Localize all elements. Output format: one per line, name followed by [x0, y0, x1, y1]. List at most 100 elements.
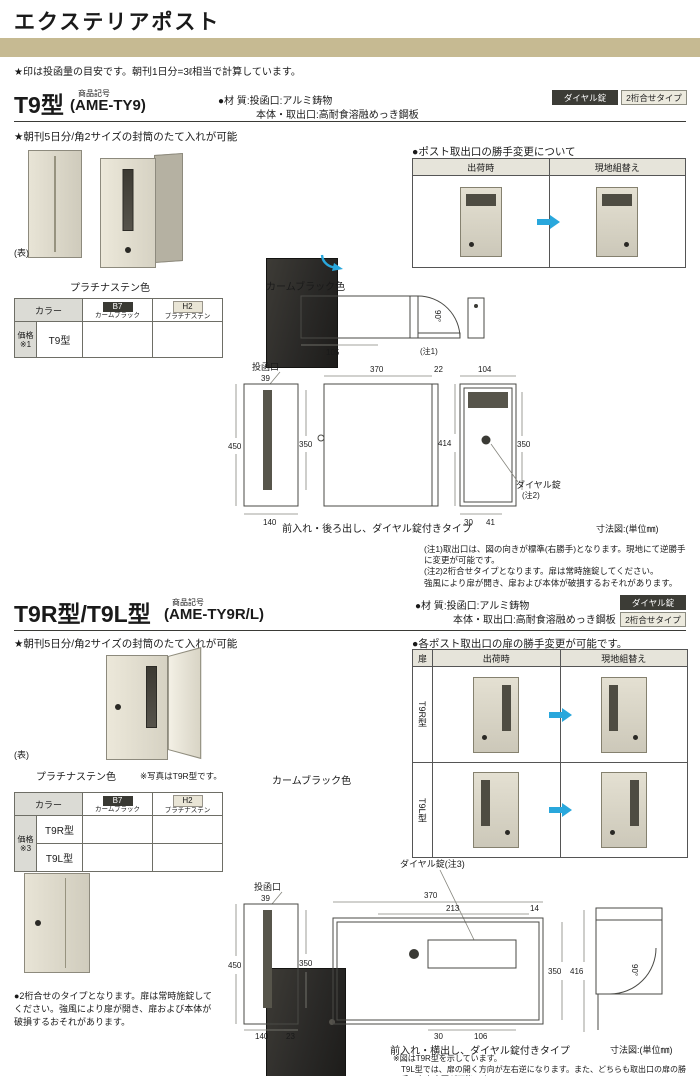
dim-22: 22	[434, 365, 443, 374]
s1-change-header-row: 出荷時 現地組替え	[413, 159, 685, 176]
dim-370: 370	[424, 891, 438, 900]
s2-dimension-drawing: ダイヤル錠(注3) 投函口 39 450 350 140 23 370 213 …	[228, 858, 663, 1041]
dial-lock-label: ダイヤル錠	[516, 479, 561, 490]
t9r-onsite-cell	[559, 667, 688, 762]
mail-slot-window	[608, 684, 618, 731]
s1-change-title: ●ポスト取出口の勝手変更について	[412, 146, 576, 158]
dial-knob	[35, 920, 41, 926]
s1-back-view-drawing: 104 414 350 30 41 ダイヤル錠 (注2)	[438, 365, 561, 527]
mailbox-side-face	[154, 152, 183, 264]
s2-change-col-shipping: 出荷時	[433, 650, 560, 666]
dim-140: 140	[263, 518, 277, 527]
s1-change-col-shipping: 出荷時	[413, 159, 549, 175]
color-h2-cell: H2 プラチナステン	[152, 298, 223, 322]
s2-dial-lock-badge: ダイヤル錠	[620, 595, 686, 610]
s1-two-digit-badge: 2桁合せタイプ	[621, 90, 687, 105]
dim-450: 450	[228, 961, 242, 970]
lock-knob	[632, 734, 638, 740]
mailbox-front-shipping	[473, 772, 520, 848]
color-name-h2: プラチナステン	[164, 807, 211, 814]
door-swing-arrow-icon	[320, 254, 343, 271]
dim-416: 416	[570, 967, 584, 976]
price-note: ※1	[19, 339, 32, 349]
mail-slot-window	[122, 169, 134, 231]
color-header-cell: カラー	[14, 792, 83, 816]
price-label: 価格	[17, 834, 34, 844]
s2-unit-note: 寸法図:(単位㎜)	[610, 1045, 673, 1055]
s1-dimension-drawing: 90° 105 (注1) 投函口 39 450 350 140 370	[228, 295, 561, 527]
dim-140: 140	[255, 1032, 269, 1041]
color-name-b7: カームブラック	[95, 806, 140, 813]
color-code-h2: H2	[172, 795, 203, 807]
dim-350-front: 350	[299, 440, 313, 449]
s2-lock-note: ●2桁合せのタイプとなります。扉は常時施錠してください。強風により扉が開き、扉お…	[14, 991, 213, 1028]
color-code-h2: H2	[172, 301, 203, 313]
s1-note-1: (注1)取出口は、図の向きが標準(右勝手)となります。現地にて逆勝手に変更が可能…	[424, 544, 686, 566]
mailbox-rear-onsite	[596, 186, 639, 257]
price-label: 価格	[17, 330, 34, 340]
lock-knob	[505, 830, 511, 835]
lock-knob	[624, 241, 630, 247]
s1-change-body-row	[413, 176, 685, 267]
lock-knob	[609, 830, 615, 835]
s2-price-row-t9l: T9L型	[15, 843, 223, 872]
s1-unit-note: 寸法図:(単位㎜)	[596, 524, 659, 534]
dim-370: 370	[370, 365, 384, 374]
s1-feature-note: ★朝刊5日分/角2サイズの封筒のたて入れが可能	[14, 131, 238, 143]
color-b7-cell: B7 カームブラック	[82, 298, 153, 322]
s1-material-line2: 本体・取出口:高耐食溶融めっき鋼板	[256, 110, 419, 121]
s1-change-table: 出荷時 現地組替え	[412, 158, 686, 268]
s2-black-label: カームブラック色	[272, 776, 352, 787]
s1-product-code-label: 商品記号	[78, 89, 110, 98]
lock-knob	[468, 241, 474, 247]
s2-two-digit-badge: 2桁合せタイプ	[620, 612, 686, 627]
price-note: ※3	[19, 843, 32, 853]
dim-30: 30	[434, 1032, 443, 1041]
dim-350-plan: 350	[548, 967, 562, 976]
s1-color-price-table: カラー B7 カームブラック H2 プラチナステン 価格 ※1 T9型	[14, 298, 223, 358]
s1-photo-platinum-front	[28, 150, 82, 258]
price-value-cell	[152, 815, 223, 844]
s1-note-3: 強風により扉が開き、扉および本体が破損するおそれがあります。	[424, 577, 678, 588]
product-row-label-t9l: T9L型	[36, 843, 83, 872]
dial-knob	[329, 1019, 335, 1025]
s2-change-table: 扉 出荷時 現地組替え T9R型 T9L型	[412, 649, 688, 858]
row-label-t9r: T9R型	[413, 667, 433, 762]
change-arrow-icon	[549, 707, 572, 722]
s1-side-view-drawing: 370 22	[317, 365, 443, 507]
s2-material-line2: 本体・取出口:高耐食溶融めっき鋼板	[453, 615, 616, 626]
s2-front-view-drawing: 投函口 39 450 350 140 23	[228, 881, 313, 1041]
page-title: エクステリアポスト	[14, 11, 221, 34]
dim-350-back: 350	[517, 440, 531, 449]
price-value-cell	[82, 321, 153, 358]
open-door	[168, 646, 202, 760]
s2-material-line1: ●材 質:投函口:アルミ鋳物	[415, 597, 529, 612]
s2-color-price-table: カラー B7 カームブラック H2 プラチナステン 価格 ※3 T9R型 T9L…	[14, 792, 223, 872]
s1-drawing-caption: 前入れ・後ろ出し、ダイヤル錠付きタイプ	[282, 524, 472, 535]
s2-platinum-label: プラチナステン色	[36, 772, 116, 783]
dim-39: 39	[261, 374, 270, 383]
s1-divider	[14, 121, 686, 122]
s1-notes: (注1)取出口は、図の向きが標準(右勝手)となります。現地にて逆勝手に変更が可能…	[424, 544, 690, 589]
mailbox-front-onsite	[600, 676, 647, 753]
s1-material-label: ●材 質:	[218, 96, 250, 107]
s2-figure-note-2: T9L型では、扉の開く方向が左右逆になります。また、どちらも取出口の扉の勝手の左…	[401, 1064, 686, 1076]
dim-14: 14	[530, 904, 539, 913]
s2-product-name: T9R型/T9L型	[14, 601, 151, 627]
dim-213: 213	[446, 904, 460, 913]
s2-feature-note: ★朝刊5日分/角2サイズの封筒のたて入れが可能	[14, 638, 238, 650]
t9l-shipping-cell	[433, 763, 560, 857]
s1-top-view-drawing: 90° 105 (注1)	[300, 295, 485, 357]
s1-price-row: 価格 ※1 T9型	[14, 321, 223, 358]
s2-divider	[14, 630, 686, 631]
dial-knob	[115, 704, 121, 710]
dial-lock-note-label: ダイヤル錠(注3)	[400, 858, 465, 869]
price-value-cell	[152, 321, 223, 358]
dim-39: 39	[261, 894, 270, 903]
s2-figure-note-1: ※図はT9R型を示しています。	[393, 1054, 502, 1063]
s2-change-col-door: 扉	[413, 650, 433, 666]
color-name-h2: プラチナステン	[164, 313, 211, 320]
lock-knob	[482, 734, 488, 740]
s2-drawing-caption: 前入れ・横出し、ダイヤル錠付きタイプ	[390, 1046, 570, 1057]
dim-30: 30	[464, 518, 473, 527]
